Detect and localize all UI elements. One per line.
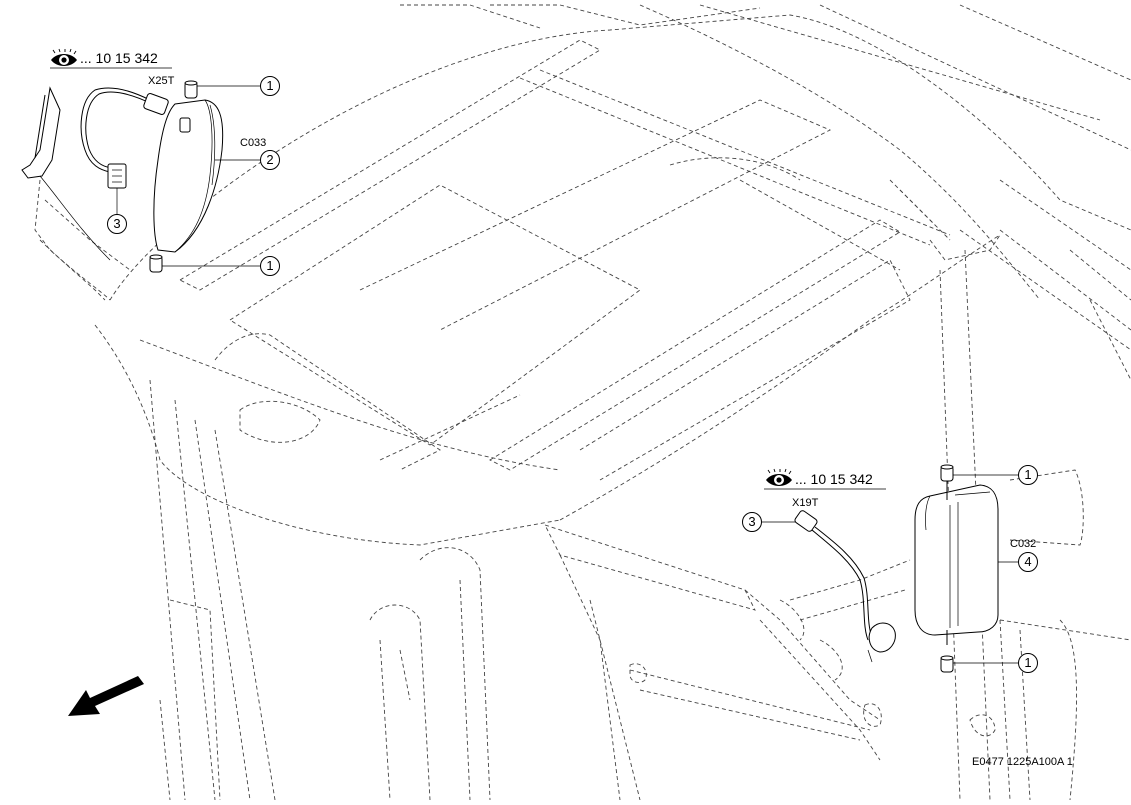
callout-left-top-bushing: 1 [260,76,280,96]
cab-structure-phantom [34,4,1131,801]
callout-right-bottom-bushing: 1 [1018,653,1038,673]
callout-left-harness: 3 [107,214,127,234]
left-connector-code: X25T [148,75,175,87]
right-component-code: C032 [1010,538,1037,550]
right-connector-code: X19T [792,497,819,509]
right-view-reference: ... 10 15 342 [795,471,873,487]
left-mirror-assembly [21,80,224,273]
eye-icon [766,468,792,486]
leader-lines [50,67,1018,664]
left-view-reference: ... 10 15 342 [80,50,158,66]
document-code: E0477 1225A100A 1 [972,756,1073,768]
left-component-code: C033 [240,137,267,149]
callout-right-top-bushing: 1 [1018,465,1038,485]
callout-left-mirror: 2 [260,150,280,170]
callout-right-harness: 3 [742,512,762,532]
direction-arrow-icon [68,676,144,716]
right-mirror-assembly [794,464,999,673]
callout-left-bottom-bushing: 1 [260,256,280,276]
eye-icon [51,48,77,66]
callout-right-mirror: 4 [1018,552,1038,572]
